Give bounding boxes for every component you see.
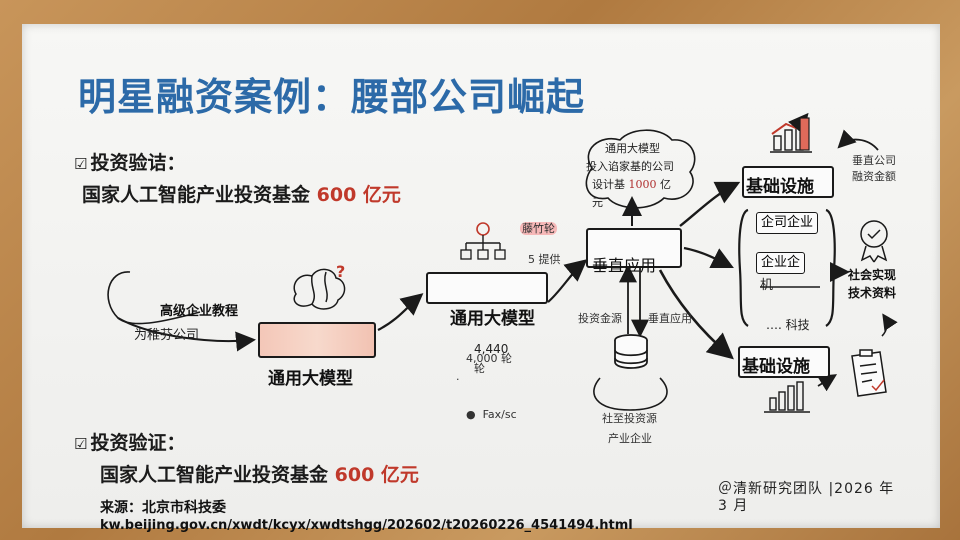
infra-bottom-box bbox=[738, 346, 830, 378]
checkbox-icon: ☑ bbox=[74, 435, 88, 453]
cloud-line-3: 设计基 1000 亿 bbox=[592, 178, 671, 191]
question-mark: ? bbox=[336, 262, 346, 281]
left-note-1: 高级企业教程 bbox=[160, 304, 239, 319]
right-note-2: 融资金额 bbox=[852, 170, 896, 183]
cloud-line-4: 元 bbox=[592, 196, 603, 209]
source-label: 来源：北京市科技委 bbox=[100, 500, 226, 516]
tag-tengzhu: 藤竹轮 bbox=[520, 222, 557, 235]
middle-number-3: 轮 bbox=[474, 362, 485, 375]
left-model-box bbox=[258, 322, 376, 358]
list-item-2: 企业企 bbox=[756, 252, 806, 274]
middle-bullet-text: Fax/sc bbox=[482, 408, 517, 421]
section1-fund-amount: 600 亿元 bbox=[316, 184, 401, 206]
vertical-app-label: 垂直应用 bbox=[592, 256, 657, 275]
growth-chart-icon bbox=[770, 112, 812, 153]
arrow-clipboard-up bbox=[881, 313, 898, 337]
arrow-vertical-to-list bbox=[683, 246, 734, 268]
section2-fund-prefix: 国家人工智能产业投资基金 bbox=[100, 464, 329, 486]
source-url: kw.beijing.gov.cn/xwdt/kcyx/xwdtshgg/202… bbox=[100, 518, 633, 533]
infra-top-label: 基础设施 bbox=[746, 177, 814, 197]
team-credit: ＠清新研究团队 |2026 年 3 月 bbox=[718, 481, 928, 515]
db-base-outline bbox=[593, 377, 668, 411]
section1-fund: 国家人工智能产业投资基金 600 亿元 bbox=[82, 180, 401, 207]
arrow-vertical-to-infra-bottom bbox=[658, 269, 734, 360]
brain-icon bbox=[293, 268, 346, 310]
section2-heading: 投资验证： bbox=[90, 432, 186, 454]
left-model-label: 通用大模型 bbox=[268, 369, 353, 389]
right-note-4: 技术资料 bbox=[848, 286, 897, 300]
middle-model-label: 通用大模型 bbox=[450, 309, 535, 329]
middle-number-2: 4,000 轮 bbox=[466, 352, 512, 365]
list-bracket-left bbox=[738, 208, 749, 327]
section1-heading: 投资验诘： bbox=[90, 152, 186, 174]
infra-top-box bbox=[742, 166, 834, 198]
middle-number-1: 4,440 bbox=[474, 342, 509, 356]
arrow-note-to-chart bbox=[837, 129, 879, 151]
right-note-3: 社会实现 bbox=[848, 268, 897, 282]
arrow-left-to-middle bbox=[377, 293, 424, 331]
section1-fund-prefix: 国家人工智能产业投资基金 bbox=[82, 184, 311, 206]
badge-icon bbox=[860, 220, 888, 263]
list-more: …. 科技 bbox=[766, 318, 810, 332]
db-label-1: 社至投资源 bbox=[602, 412, 657, 425]
arrow-vertical-to-infra-top bbox=[679, 181, 741, 227]
list-item-2-tail: 机 bbox=[760, 278, 774, 293]
clipboard-icon bbox=[851, 349, 887, 397]
top-cloud-outline bbox=[585, 129, 696, 209]
checkbox-icon: ☑ bbox=[74, 155, 88, 173]
bar-chart-icon bbox=[764, 381, 810, 413]
left-note-2: 为稚芬公司 bbox=[134, 328, 200, 343]
arrow-bars-to-infra bbox=[817, 374, 838, 392]
database-icon bbox=[614, 334, 648, 369]
middle-bullet-item: ● Fax/sc bbox=[466, 408, 517, 421]
section2-fund: 国家人工智能产业投资基金 600 亿元 bbox=[100, 460, 419, 487]
page-title: 明星融资案例：腰部公司崛起 bbox=[78, 75, 586, 119]
db-label-2: 产业企业 bbox=[608, 432, 652, 445]
section2-fund-amount: 600 亿元 bbox=[334, 464, 419, 486]
cloud-line-1: 通用大模型 bbox=[605, 142, 660, 155]
section1-heading-row: ☑投资验诘： bbox=[74, 148, 185, 175]
org-chart-icon bbox=[460, 222, 506, 260]
vertical-app-box bbox=[586, 228, 682, 268]
list-bracket-right bbox=[825, 208, 836, 327]
cloud-line-2: 投入谄家基的公司 bbox=[586, 160, 674, 173]
vertical-app-sublabel: 垂直应用 bbox=[648, 312, 692, 325]
arrow-middle-to-vertical bbox=[547, 259, 588, 303]
right-note-1: 垂直公司 bbox=[852, 154, 896, 167]
invest-source-label: 投资金源 bbox=[578, 312, 622, 325]
list-item-1: 企司企业 bbox=[756, 212, 819, 234]
middle-model-box bbox=[426, 272, 548, 304]
section2-heading-row: ☑投资验证： bbox=[74, 428, 185, 455]
infra-bottom-label: 基础设施 bbox=[742, 357, 810, 377]
tag-five: 5 提供 bbox=[528, 253, 561, 266]
team-line2: 3 月 bbox=[718, 498, 749, 514]
team-line1: ＠清新研究团队 |2026 年 bbox=[718, 481, 895, 497]
bullet-dot-icon: ● bbox=[466, 408, 476, 421]
arrow-left-to-box bbox=[117, 317, 256, 352]
middle-dot: . bbox=[456, 370, 460, 383]
